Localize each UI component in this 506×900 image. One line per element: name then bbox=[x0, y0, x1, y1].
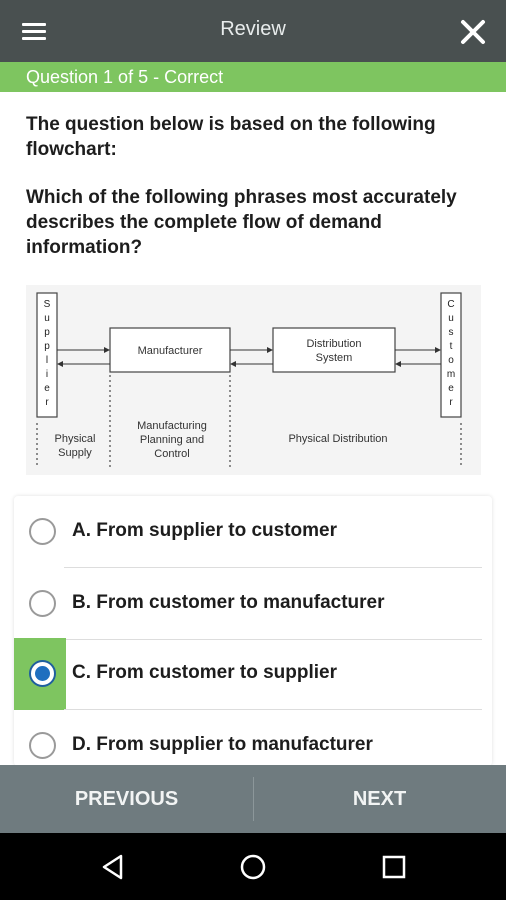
divider bbox=[64, 567, 482, 568]
mpc-label-line2: Planning and bbox=[140, 434, 204, 446]
radio-unchecked-icon[interactable] bbox=[29, 518, 56, 545]
customer-letter: u bbox=[448, 313, 454, 324]
customer-letter: s bbox=[449, 327, 454, 338]
footer-nav: PREVIOUS NEXT bbox=[0, 765, 506, 833]
physical-supply-label-line1: Physical bbox=[55, 433, 96, 445]
radio-unchecked-icon[interactable] bbox=[29, 732, 56, 759]
question-text: Which of the following phrases most accu… bbox=[26, 187, 457, 258]
customer-letter: r bbox=[449, 397, 453, 408]
customer-letter: C bbox=[447, 299, 454, 310]
divider bbox=[64, 639, 482, 640]
footer-divider bbox=[253, 777, 254, 821]
supplier-letter: l bbox=[46, 355, 48, 366]
next-button[interactable]: NEXT bbox=[352, 788, 407, 810]
hamburger-menu-icon[interactable] bbox=[20, 18, 48, 44]
radio-checked-icon[interactable] bbox=[29, 660, 56, 687]
page-title: Review bbox=[220, 18, 286, 40]
distribution-label-line2: System bbox=[316, 352, 353, 364]
supplier-letter: e bbox=[44, 383, 50, 394]
home-circle-icon[interactable] bbox=[237, 851, 269, 883]
answer-option-b[interactable]: B. From customer to manufacturer bbox=[14, 568, 492, 640]
answer-option-c[interactable]: C. From customer to supplier bbox=[14, 638, 492, 710]
customer-letter: o bbox=[448, 355, 454, 366]
mpc-label-line3: Control bbox=[154, 448, 189, 460]
divider bbox=[64, 709, 482, 710]
distribution-box bbox=[272, 327, 396, 373]
close-icon[interactable] bbox=[458, 17, 488, 47]
supplier-letter: u bbox=[44, 313, 50, 324]
app-bar: Review bbox=[0, 0, 506, 62]
manufacturer-box bbox=[109, 327, 231, 373]
recents-square-icon[interactable] bbox=[378, 851, 410, 883]
customer-letter: t bbox=[450, 341, 453, 352]
answer-option-d[interactable]: D. From supplier to manufacturer bbox=[14, 710, 492, 766]
supplier-letter: i bbox=[46, 369, 48, 380]
mpc-label-line1: Manufacturing bbox=[137, 420, 207, 432]
back-triangle-icon[interactable] bbox=[97, 851, 129, 883]
customer-box bbox=[440, 292, 462, 418]
result-status-bar: Question 1 of 5 - Correct bbox=[0, 62, 506, 92]
answer-label: C. From customer to supplier bbox=[72, 662, 337, 683]
question-intro: The question below is based on the follo… bbox=[26, 114, 436, 160]
supplier-box bbox=[36, 292, 58, 418]
supplier-letter: r bbox=[45, 397, 49, 408]
radio-unchecked-icon[interactable] bbox=[29, 590, 56, 617]
answer-label: D. From supplier to manufacturer bbox=[72, 734, 373, 755]
result-status-text: Question 1 of 5 - Correct bbox=[26, 67, 224, 87]
supplier-letter: p bbox=[44, 341, 50, 352]
answer-label: A. From supplier to customer bbox=[72, 520, 337, 541]
flowchart-image: S u p p l i e r C u s t o m e r Manufact… bbox=[26, 285, 481, 475]
previous-button[interactable]: PREVIOUS bbox=[74, 788, 179, 810]
physical-supply-label-line2: Supply bbox=[58, 447, 92, 459]
customer-letter: e bbox=[448, 383, 454, 394]
supplier-letter: S bbox=[44, 299, 51, 310]
manufacturer-label: Manufacturer bbox=[138, 345, 203, 357]
supplier-letter: p bbox=[44, 327, 50, 338]
distribution-label-line1: Distribution bbox=[306, 338, 361, 350]
physical-distribution-label: Physical Distribution bbox=[288, 433, 387, 445]
customer-letter: m bbox=[447, 369, 455, 380]
system-nav-bar bbox=[0, 833, 506, 900]
answer-list: A. From supplier to customer B. From cus… bbox=[14, 496, 492, 766]
answer-option-a[interactable]: A. From supplier to customer bbox=[14, 496, 492, 568]
answer-label: B. From customer to manufacturer bbox=[72, 592, 385, 613]
